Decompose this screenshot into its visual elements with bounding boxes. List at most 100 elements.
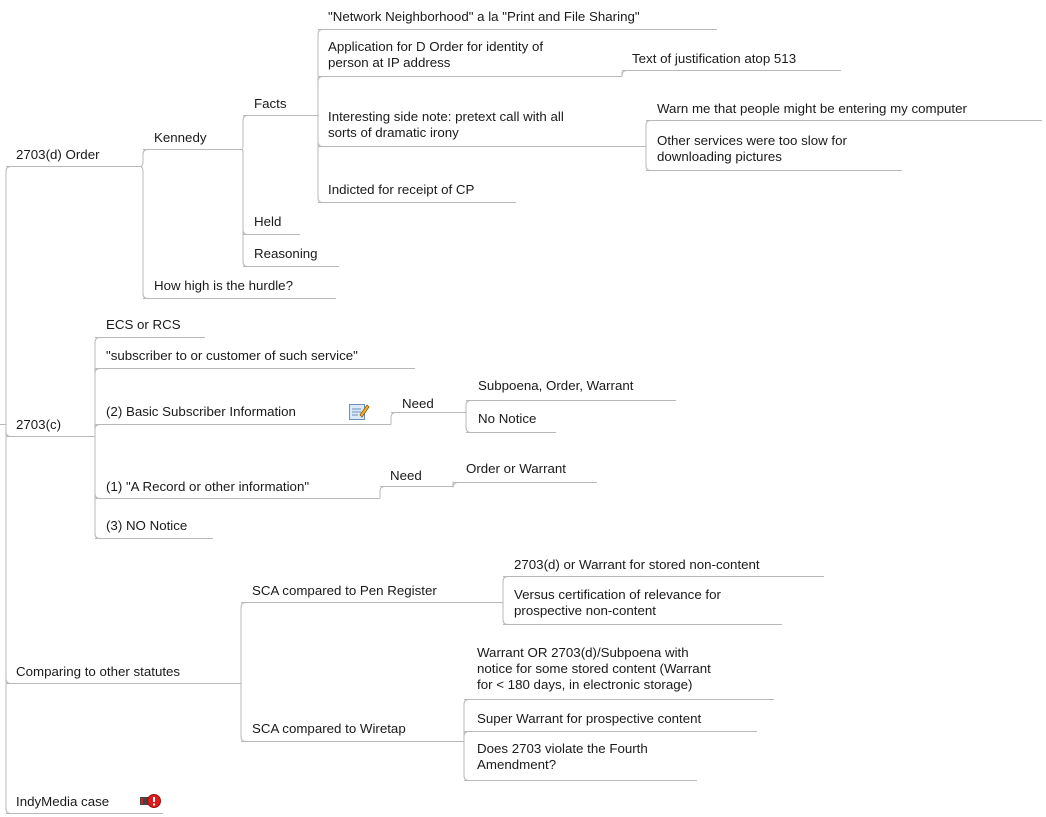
- node-label: Application for D Order for identity of …: [328, 39, 544, 70]
- node-label: Other services were too slow for downloa…: [657, 133, 847, 164]
- connector-sidenote-warnme: [645, 120, 652, 147]
- node-label: SCA compared to Wiretap: [252, 721, 406, 736]
- mindmap-node-wiretap[interactable]: SCA compared to Wiretap: [252, 721, 406, 737]
- connector-root-n2703d: [5, 166, 12, 425]
- connector-appD-justif: [621, 70, 628, 77]
- node-label: No Notice: [478, 411, 537, 426]
- node-label: Warn me that people might be entering my…: [657, 101, 967, 116]
- mindmap-node-justif[interactable]: Text of justification atop 513: [632, 51, 796, 67]
- connector-penreg-versus: [502, 602, 509, 625]
- node-label: Does 2703 violate the Fourth Amendment?: [477, 741, 648, 772]
- connector-n2703d-hurdle: [139, 166, 149, 299]
- mindmap-node-record[interactable]: (1) "A Record or other information": [106, 479, 309, 495]
- mindmap-node-held[interactable]: Held: [254, 214, 281, 230]
- node-label: Held: [254, 214, 282, 229]
- mindmap-node-nonotice3[interactable]: (3) NO Notice: [106, 518, 187, 534]
- connector-wiretap-violate: [463, 741, 470, 781]
- mindmap-node-otherserv[interactable]: Other services were too slow for downloa…: [657, 133, 847, 165]
- mindmap-node-hurdle[interactable]: How high is the hurdle?: [154, 278, 293, 294]
- node-label: Comparing to other statutes: [16, 664, 181, 679]
- mindmap-node-basic[interactable]: (2) Basic Subscriber Information: [106, 404, 296, 420]
- mindmap-node-warrantor[interactable]: Warrant OR 2703(d)/Subpoena with notice …: [477, 645, 711, 693]
- mindmap-node-versus[interactable]: Versus certification of relevance for pr…: [514, 587, 721, 619]
- node-label: How high is the hurdle?: [154, 278, 293, 293]
- mindmap-node-n2703d[interactable]: 2703(d) Order: [16, 147, 100, 163]
- mindmap-node-indicted[interactable]: Indicted for receipt of CP: [328, 182, 474, 198]
- node-label: 2703(d) Order: [16, 147, 100, 162]
- mindmap-node-comparing[interactable]: Comparing to other statutes: [16, 664, 180, 680]
- mindmap-node-n2703c[interactable]: 2703(c): [16, 417, 61, 433]
- mindmap-node-need2[interactable]: Need: [390, 468, 422, 484]
- connector-record-need2: [379, 486, 386, 499]
- connector-sidenote-otherserv: [645, 146, 652, 171]
- connector-need1-subpoena: [465, 400, 472, 413]
- connector-wiretap-superw: [463, 731, 470, 742]
- node-label: Facts: [254, 96, 287, 111]
- node-label: "subscriber to or customer of such servi…: [106, 348, 358, 363]
- node-label: 2703(d) or Warrant for stored non-conten…: [514, 557, 760, 572]
- node-label: Super Warrant for prospective content: [477, 711, 702, 726]
- node-label: Versus certification of relevance for pr…: [514, 587, 721, 618]
- mindmap-node-sidenote[interactable]: Interesting side note: pretext call with…: [328, 109, 564, 141]
- note-icon: [348, 402, 370, 427]
- connector-kennedy-facts: [241, 115, 249, 150]
- mindmap-node-orderwarrant[interactable]: Order or Warrant: [466, 461, 566, 477]
- node-label: Reasoning: [254, 246, 318, 261]
- mindmap-node-indymedia[interactable]: IndyMedia case: [16, 794, 109, 810]
- connector-root-n2703c: [5, 423, 12, 437]
- node-label: Order or Warrant: [466, 461, 566, 476]
- mindmap-node-stored[interactable]: 2703(d) or Warrant for stored non-conten…: [514, 557, 760, 573]
- connector-facts-netneigh: [317, 29, 324, 116]
- connector-root-comparing: [5, 423, 12, 684]
- node-label: (1) "A Record or other information": [106, 479, 310, 494]
- connector-n2703c-nonotice3: [94, 436, 101, 539]
- connector-n2703d-kennedy: [139, 149, 149, 167]
- node-label: Interesting side note: pretext call with…: [328, 109, 564, 140]
- mindmap-node-subscriber[interactable]: "subscriber to or customer of such servi…: [106, 348, 358, 364]
- warning-flag-icon: [139, 792, 161, 815]
- connector-kennedy-reasoning: [241, 149, 249, 267]
- node-label: (3) NO Notice: [106, 518, 188, 533]
- mindmap-node-nonotice1[interactable]: No Notice: [478, 411, 536, 427]
- mindmap-node-reasoning[interactable]: Reasoning: [254, 246, 318, 262]
- node-label: "Network Neighborhood" a la "Print and F…: [328, 9, 640, 24]
- node-label: Kennedy: [154, 130, 207, 145]
- node-label: IndyMedia case: [16, 794, 110, 809]
- connector-facts-sidenote: [317, 115, 324, 147]
- connector-comparing-wiretap: [240, 683, 247, 742]
- connector-n2703c-ecs: [94, 337, 101, 437]
- node-label: Indicted for receipt of CP: [328, 182, 475, 197]
- mindmap-node-superw[interactable]: Super Warrant for prospective content: [477, 711, 701, 727]
- connector-need2-orderwarrant: [452, 481, 459, 488]
- mindmap-node-appD[interactable]: Application for D Order for identity of …: [328, 39, 543, 71]
- node-label: Subpoena, Order, Warrant: [478, 378, 634, 393]
- mindmap-node-netneigh[interactable]: "Network Neighborhood" a la "Print and F…: [328, 9, 640, 25]
- connector-n2703c-record: [94, 436, 101, 499]
- connector-basic-need1: [390, 412, 397, 425]
- connector-root-indymedia: [5, 423, 12, 814]
- node-label: Need: [390, 468, 422, 483]
- connector-need1-nonotice1: [465, 412, 472, 433]
- node-label: 2703(c): [16, 417, 62, 432]
- connector-penreg-stored: [502, 576, 509, 603]
- connector-n2703c-basic: [94, 424, 101, 437]
- node-label: Text of justification atop 513: [632, 51, 797, 66]
- mindmap-node-violate[interactable]: Does 2703 violate the Fourth Amendment?: [477, 741, 648, 773]
- mindmap-node-kennedy[interactable]: Kennedy: [154, 130, 207, 146]
- mindmap-node-facts[interactable]: Facts: [254, 96, 287, 112]
- node-label: Need: [402, 396, 434, 411]
- connector-facts-appD: [317, 76, 324, 116]
- mindmap-node-warnme[interactable]: Warn me that people might be entering my…: [657, 101, 967, 117]
- mindmap-node-subpoena[interactable]: Subpoena, Order, Warrant: [478, 378, 633, 394]
- connector-facts-indicted: [317, 115, 324, 203]
- mindmap-node-need1[interactable]: Need: [402, 396, 434, 412]
- connector-wiretap-warrantor: [463, 699, 470, 742]
- mindmap-node-ecs[interactable]: ECS or RCS: [106, 317, 181, 333]
- node-label: (2) Basic Subscriber Information: [106, 404, 296, 419]
- connector-comparing-penreg: [240, 602, 247, 684]
- node-label: SCA compared to Pen Register: [252, 583, 437, 598]
- mindmap-node-penreg[interactable]: SCA compared to Pen Register: [252, 583, 437, 599]
- node-label: Warrant OR 2703(d)/Subpoena with notice …: [477, 645, 711, 692]
